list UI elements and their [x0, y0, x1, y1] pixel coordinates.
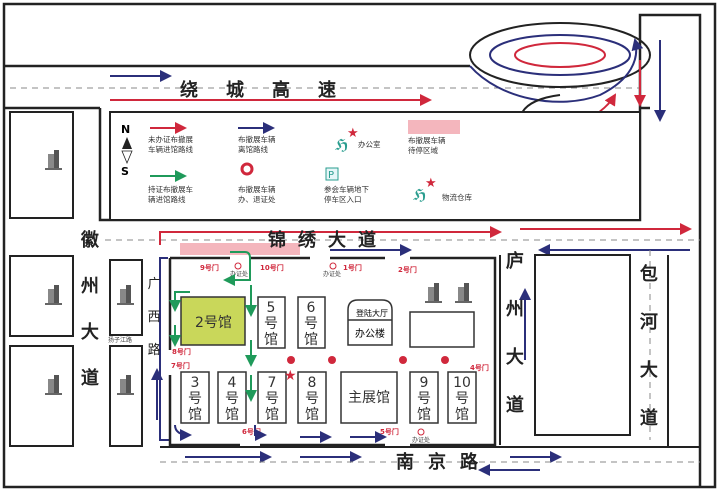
legend-red-route-label-2: 车辆进馆路线	[148, 144, 193, 154]
parking-icon	[325, 167, 339, 181]
svg-text:5: 5	[267, 300, 276, 316]
svg-text:6: 6	[307, 300, 316, 316]
svg-text:馆: 馆	[304, 332, 318, 348]
parking-symbol: P	[328, 170, 334, 181]
office-icon: ℌ	[335, 136, 349, 154]
svg-text:10: 10	[453, 375, 471, 391]
hall-6: 6号馆	[304, 300, 318, 348]
warehouse-star-icon: ★	[425, 176, 437, 191]
blue-routes	[174, 288, 562, 476]
compass-north: N	[121, 123, 130, 136]
svg-text:号: 号	[305, 391, 319, 407]
svg-text:馆: 馆	[264, 332, 278, 348]
right-blocks	[499, 254, 669, 447]
office-building-label: 办公楼	[355, 327, 385, 340]
permit-office-label-2: 办证处	[323, 270, 341, 278]
svg-text:馆: 馆	[305, 407, 319, 423]
hall-8: 8号馆	[305, 375, 319, 423]
legend-blue-route-label: 布撤展车辆	[238, 134, 276, 144]
legend-permit-office-icon	[240, 162, 254, 176]
permit-office-icon-2	[329, 262, 337, 270]
legend-parking-label-2: 停车区入口	[324, 194, 362, 204]
green-routes	[169, 251, 257, 402]
svg-text:号: 号	[417, 391, 431, 407]
svg-text:号: 号	[264, 316, 278, 332]
legend-office-label: 办公室	[358, 139, 381, 149]
road-label-huizhou: 徽州大道	[80, 230, 99, 389]
legend-green-route-label-2: 辆进馆路线	[148, 194, 186, 204]
svg-text:8: 8	[308, 375, 317, 391]
svg-text:号: 号	[455, 391, 469, 407]
no-entry-icons	[287, 356, 449, 364]
hall-7: 7号馆	[265, 375, 279, 423]
svg-text:号: 号	[265, 391, 279, 407]
legend-parking-label: 参会车辆地下	[324, 184, 369, 194]
road-label-jinxiu: 锦绣大道	[268, 229, 388, 251]
road-label-luzhou: 庐州大道	[505, 251, 524, 416]
lobby-label: 登陆大厅	[356, 308, 388, 318]
gate-1: 1号门	[343, 263, 362, 272]
hall-2: 2号馆	[195, 315, 232, 331]
building-icon	[425, 283, 442, 303]
blue-route-guangxi	[159, 257, 170, 441]
svg-text:馆: 馆	[455, 407, 469, 423]
road-label-nanjing: 南京路	[396, 451, 492, 473]
svg-text:馆: 馆	[417, 407, 431, 423]
legend-blue-route-label-2: 离馆路线	[238, 144, 268, 154]
compass-icon	[122, 137, 132, 149]
hall-5: 5号馆	[264, 300, 278, 348]
legend-warehouse-label: 物流仓库	[442, 192, 472, 202]
svg-text:号: 号	[304, 316, 318, 332]
halls	[180, 296, 477, 424]
road-label-baohe: 包河大道	[639, 264, 658, 429]
gate-2: 2号门	[398, 265, 417, 274]
gate-5: 5号门	[380, 427, 399, 436]
office-star-icon: ★	[284, 368, 297, 384]
permit-office-icon-3	[417, 428, 425, 436]
permit-office-label-3: 办证处	[412, 436, 430, 444]
legend-waiting-label-2: 待停区域	[408, 145, 438, 155]
permit-office-label: 办证处	[230, 270, 248, 278]
svg-text:7: 7	[268, 375, 277, 391]
permit-office-icon	[234, 262, 242, 270]
hall-9: 9号馆	[417, 375, 431, 423]
legend-permit-label-2: 办、退证处	[238, 194, 276, 204]
svg-text:9: 9	[420, 375, 429, 391]
red-route-jinxiu	[159, 226, 502, 245]
gate-8: 8号门	[172, 347, 191, 356]
compass-south: S	[121, 165, 129, 178]
road-label-guangxi: 广西路	[147, 277, 161, 358]
gate-6: 6号门	[242, 427, 261, 436]
legend-permit-label: 布撤展车辆	[238, 184, 276, 194]
svg-text:号: 号	[188, 391, 202, 407]
warehouse-icon: ℌ	[413, 186, 427, 204]
road-label-ring: 绕城高速	[180, 79, 364, 101]
main-hall: 主展馆	[348, 390, 390, 406]
legend-green-route-label: 持证布撤展车	[148, 184, 193, 194]
svg-text:馆: 馆	[225, 407, 239, 423]
building-icon	[455, 283, 472, 303]
gate-7: 7号门	[171, 361, 190, 370]
hall-3: 3号馆	[188, 375, 202, 423]
gate-9: 9号门	[200, 263, 219, 272]
legend-waiting-area-swatch	[408, 120, 460, 134]
hall-4: 4号馆	[225, 375, 239, 423]
expo-boundary	[168, 256, 497, 447]
star-icon: ★	[347, 126, 359, 141]
svg-text:馆: 馆	[188, 407, 202, 423]
waiting-area	[180, 243, 300, 255]
gate-10: 10号门	[260, 263, 284, 272]
road-label-yangzijiang: 扬子江路	[108, 336, 132, 344]
legend-waiting-label: 布撤展车辆	[408, 135, 446, 145]
svg-text:馆: 馆	[265, 407, 279, 423]
legend-box	[109, 111, 641, 221]
svg-text:号: 号	[225, 391, 239, 407]
svg-text:3: 3	[191, 375, 200, 391]
gate-4: 4号门	[470, 363, 489, 372]
svg-text:4: 4	[228, 375, 237, 391]
legend-red-route-label: 未办证布撤展	[148, 134, 193, 144]
